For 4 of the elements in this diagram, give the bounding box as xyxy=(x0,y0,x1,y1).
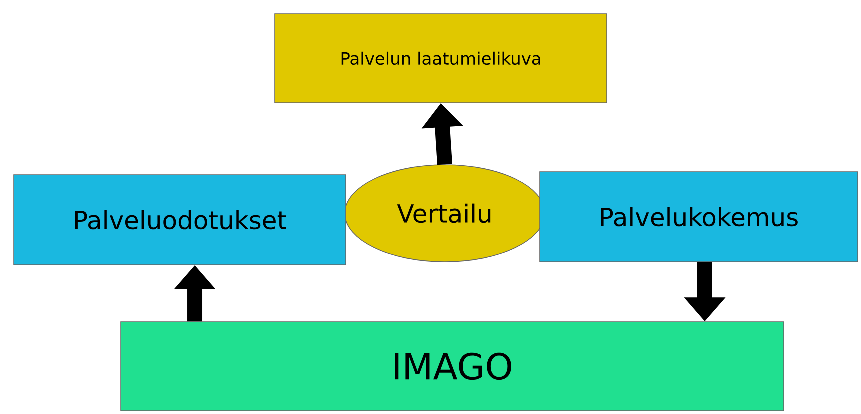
process-box: IMAGO xyxy=(120,322,784,412)
process-box: Palvelun laatumielikuva xyxy=(274,14,608,104)
process-box: Palvelukokemus xyxy=(540,172,858,262)
process-box: Palveluodotukset xyxy=(14,174,346,266)
